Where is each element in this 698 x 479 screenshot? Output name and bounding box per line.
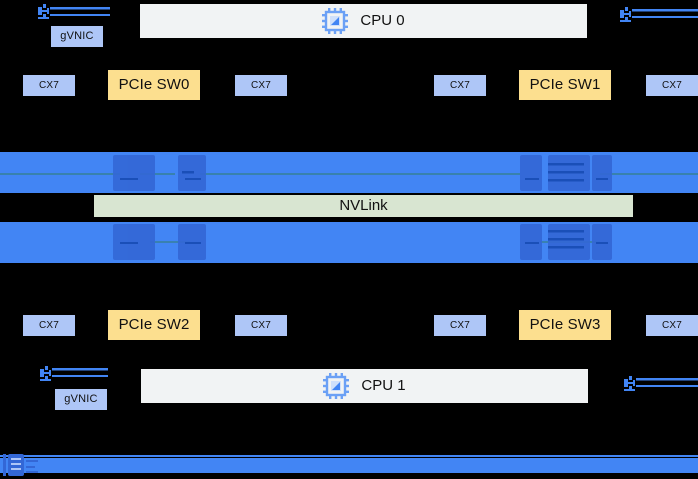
pcie-sw0-label: PCIe SW0 <box>118 75 190 93</box>
gvnic-box-bottom[interactable]: gVNIC <box>55 389 107 410</box>
cpu-1-label: CPU 1 <box>361 376 406 394</box>
cx7-label: CX7 <box>449 80 471 91</box>
pcie-sw0-box[interactable]: PCIe SW0 <box>108 70 200 100</box>
cx7-box-bottom-1[interactable]: CX7 <box>235 315 287 336</box>
pcie-sw1-box[interactable]: PCIe SW1 <box>519 70 611 100</box>
nic-port-icon-bottom-right <box>624 375 698 391</box>
cx7-label: CX7 <box>250 80 272 91</box>
gvnic-label: gVNIC <box>60 30 94 43</box>
cx7-box-top-1[interactable]: CX7 <box>235 75 287 96</box>
cx7-box-bottom-0[interactable]: CX7 <box>23 315 75 336</box>
pcie-sw2-label: PCIe SW2 <box>118 315 190 333</box>
cpu-0-label: CPU 0 <box>360 11 405 29</box>
cpu-0-box[interactable]: CPU 0 <box>140 4 587 38</box>
gvnic-box-top[interactable]: gVNIC <box>51 26 103 47</box>
cpu-chip-icon <box>323 373 350 399</box>
cx7-box-top-3[interactable]: CX7 <box>646 75 698 96</box>
gpu-band-top <box>0 152 698 193</box>
pcie-sw1-label: PCIe SW1 <box>529 75 601 93</box>
cx7-label: CX7 <box>38 320 60 331</box>
cx7-box-top-0[interactable]: CX7 <box>23 75 75 96</box>
cx7-label: CX7 <box>449 320 471 331</box>
cx7-label: CX7 <box>661 320 683 331</box>
pcie-sw2-box[interactable]: PCIe SW2 <box>108 310 200 340</box>
pcie-sw3-box[interactable]: PCIe SW3 <box>519 310 611 340</box>
cpu-1-box[interactable]: CPU 1 <box>141 369 588 403</box>
gpu-band-bottom <box>0 222 698 263</box>
cx7-box-bottom-2[interactable]: CX7 <box>434 315 486 336</box>
nic-port-icon-top-left <box>38 3 110 19</box>
cx7-label: CX7 <box>250 320 272 331</box>
pcie-sw3-label: PCIe SW3 <box>529 315 601 333</box>
nvlink-label: NVLink <box>339 196 388 214</box>
cx7-label: CX7 <box>661 80 683 91</box>
cx7-box-top-2[interactable]: CX7 <box>434 75 486 96</box>
network-fabric-bar <box>0 450 698 479</box>
nvlink-bar[interactable]: NVLink <box>94 195 633 217</box>
nic-port-icon-top-right <box>620 6 698 22</box>
nic-port-icon-bottom-left <box>40 365 108 381</box>
cx7-label: CX7 <box>38 80 60 91</box>
gvnic-label: gVNIC <box>64 393 98 406</box>
cpu-chip-icon <box>322 8 349 34</box>
cx7-box-bottom-3[interactable]: CX7 <box>646 315 698 336</box>
